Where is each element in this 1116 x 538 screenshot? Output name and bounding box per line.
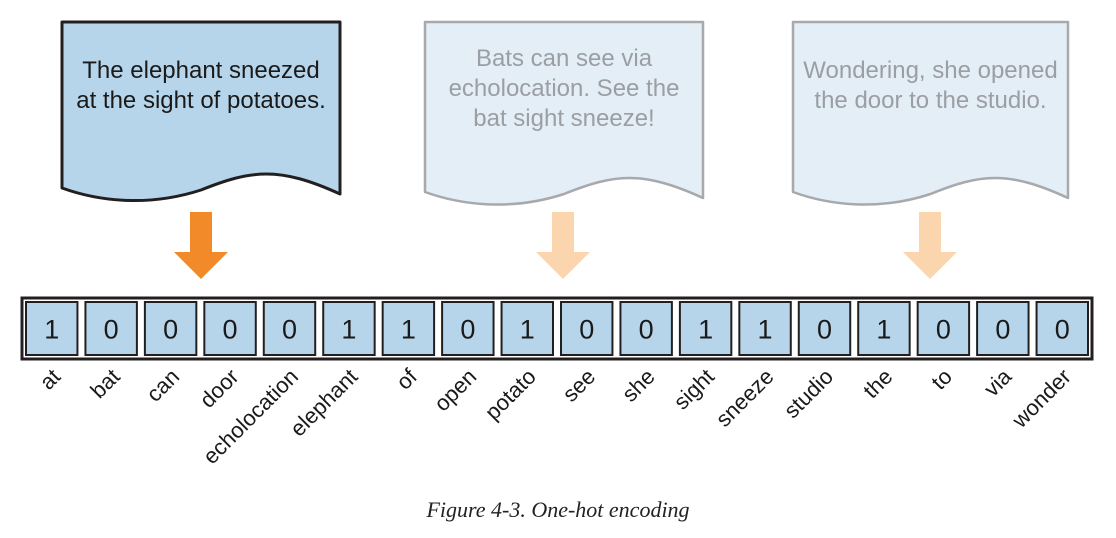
vector-cell	[857, 301, 911, 356]
document-text-line: echolocation. See the	[449, 75, 680, 102]
vector-cell	[1035, 301, 1089, 356]
vocabulary-label: via	[979, 363, 1017, 401]
vocabulary-label: the	[858, 364, 897, 403]
vector-cell	[560, 301, 614, 356]
vector-cell	[203, 301, 257, 356]
vector-cell-value: 0	[936, 315, 951, 345]
vector-cell-value: 1	[758, 315, 773, 345]
vector-cell-value: 1	[698, 315, 713, 345]
vector-cell	[143, 301, 198, 356]
vocabulary-label: she	[617, 364, 660, 407]
vector-cell-value: 0	[104, 315, 119, 345]
document-shape	[423, 20, 705, 206]
down-arrow-icon	[536, 212, 590, 279]
vocabulary-label: open	[429, 364, 481, 416]
vector-cell	[84, 301, 138, 356]
document-shape	[791, 20, 1070, 206]
vocabulary-label: potato	[480, 364, 541, 425]
document-text-line: Wondering, she opened	[803, 57, 1057, 84]
vector-cell-value: 1	[876, 315, 891, 345]
vector-cell	[441, 301, 495, 356]
document-text-line: Bats can see via	[476, 45, 653, 72]
down-arrow-icon	[903, 212, 957, 279]
vocabulary-label: sneeze	[711, 364, 779, 432]
vocabulary-label: can	[141, 364, 184, 407]
document-shape	[60, 20, 342, 202]
vector-cell	[797, 301, 852, 356]
document-card-1: The elephant sneezed at the sight of pota…	[60, 20, 342, 202]
vector-cell-value: 0	[163, 315, 178, 345]
vocabulary-label: bat	[85, 364, 124, 403]
vector-cell	[678, 301, 733, 356]
vector-cell	[976, 301, 1030, 356]
vector-outer-border	[20, 296, 1094, 361]
vector-cell-value: 0	[817, 315, 832, 345]
vector-cell-value: 0	[223, 315, 238, 345]
vector-cell-value: 0	[460, 315, 475, 345]
vocabulary-label: door	[195, 364, 244, 413]
vector-cell-value: 1	[520, 315, 535, 345]
down-arrow-icon	[174, 212, 228, 279]
one-hot-vector: 1 0 0 0 0 1 1 0 1 0 0 1 1 0 1 0 0 0	[20, 296, 1094, 361]
vocabulary-label: wonder	[1006, 364, 1075, 433]
vector-cell	[619, 301, 673, 356]
vector-cell	[262, 301, 317, 356]
vector-cell-value: 0	[579, 315, 594, 345]
vector-cell-value: 1	[401, 315, 416, 345]
vocabulary-label: at	[35, 364, 66, 395]
vocabulary-label: of	[391, 363, 422, 394]
vector-cell	[381, 301, 436, 356]
vector-cell-value: 1	[44, 315, 59, 345]
document-card-2: Bats can see via echolocation. See the bat…	[423, 20, 705, 206]
vocabulary-label: studio	[779, 364, 838, 423]
vector-cell-value: 0	[639, 315, 654, 345]
vector-cell	[738, 301, 792, 356]
vocabulary-label: to	[926, 364, 957, 395]
document-text-line: at the sight of potatoes.	[76, 87, 326, 114]
document-text-line: The elephant sneezed	[82, 57, 320, 84]
vector-cell	[500, 301, 554, 356]
vector-cell-value: 1	[341, 315, 356, 345]
vector-cell-value: 0	[995, 315, 1010, 345]
vector-cell	[25, 301, 79, 356]
vector-cell	[322, 301, 376, 356]
vector-cell-value: 0	[1055, 315, 1070, 345]
document-card-3: Wondering, she opened the door to the stu…	[791, 20, 1070, 206]
vocabulary-label: see	[557, 364, 600, 407]
one-hot-encoding-diagram: The elephant sneezed at the sight of pota…	[20, 20, 1094, 469]
document-text-line: the door to the studio.	[814, 87, 1046, 114]
vector-cell-value: 0	[282, 315, 297, 345]
vector-cell	[916, 301, 971, 356]
document-text-line: bat sight sneeze!	[473, 105, 654, 132]
vocabulary-label: sight	[669, 364, 720, 415]
figure-caption: Figure 4-3. One-hot encoding	[426, 497, 690, 522]
